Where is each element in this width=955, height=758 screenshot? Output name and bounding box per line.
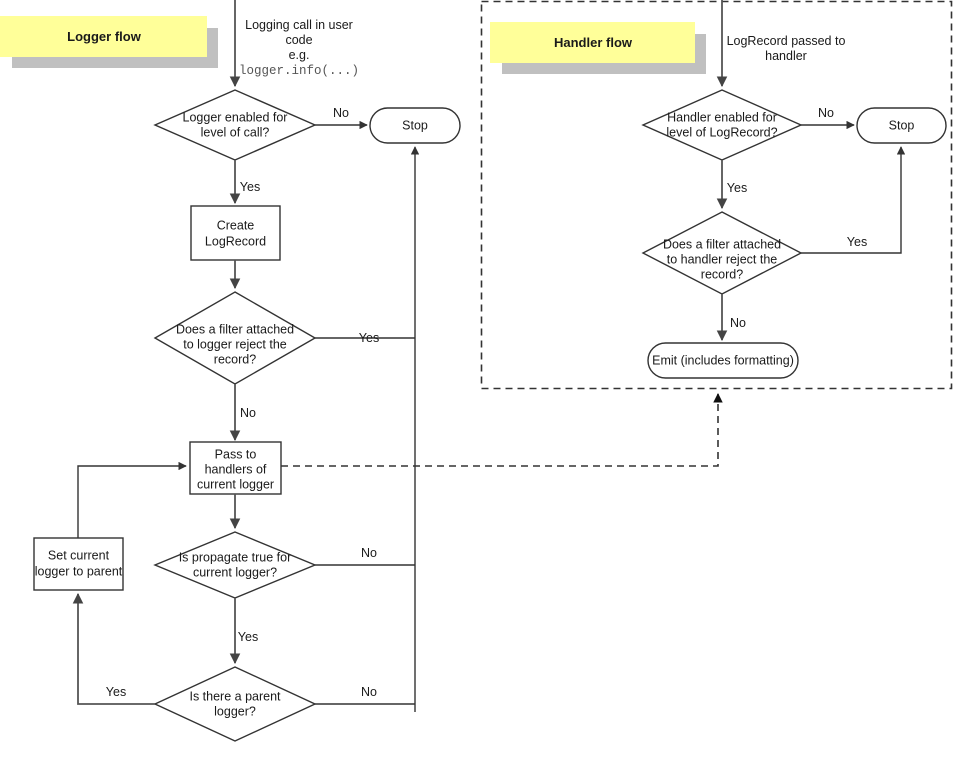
is-propagate-line2: current logger? <box>193 565 277 579</box>
logger-entry-line1: Logging call in user <box>245 18 353 32</box>
emit-shape <box>647 342 799 379</box>
legend-logger-label: Logger flow <box>67 29 142 44</box>
label-has-parent-no: No <box>361 685 377 699</box>
node-set-parent: Set current logger to parent <box>33 537 124 591</box>
node-create-logrecord: Create LogRecord <box>190 205 281 261</box>
node-logger-enabled: Logger enabled for level of call? <box>153 89 317 161</box>
emit-label: Emit (includes formatting) <box>652 353 794 367</box>
label-logger-enabled-no: No <box>333 106 349 120</box>
logger-stop-label: Stop <box>402 118 428 132</box>
node-handler-filter: Does a filter attached to handler reject… <box>641 211 803 295</box>
handler-enabled-line2: level of LogRecord? <box>666 125 777 139</box>
handler-enabled-line1: Handler enabled for <box>667 110 777 124</box>
node-handler-stop: Stop <box>856 107 947 144</box>
logger-filter-line2: to logger reject the <box>183 337 287 351</box>
node-logger-stop: Stop <box>369 107 461 144</box>
label-propagate-yes: Yes <box>238 630 258 644</box>
edge-pass-to-handler-flow <box>281 393 723 467</box>
create-logrecord-line2: LogRecord <box>205 234 266 248</box>
has-parent-line1: Is there a parent <box>189 689 281 703</box>
is-propagate-line1: Is propagate true for <box>179 550 292 564</box>
handler-filter-line1: Does a filter attached <box>663 237 781 251</box>
handler-entry-line1: LogRecord passed to <box>727 34 846 48</box>
edge-set-parent-to-pass <box>77 461 187 538</box>
handler-flow-container <box>480 0 953 390</box>
pass-to-handlers-box <box>189 441 282 495</box>
label-handler-enabled-no: No <box>818 106 834 120</box>
handler-filter-line3: record? <box>701 267 743 281</box>
legend-handler-box <box>490 22 695 63</box>
node-is-propagate: Is propagate true for current logger? <box>153 531 317 599</box>
label-has-parent-yes: Yes <box>106 685 126 699</box>
pass-to-handlers-line1: Pass to <box>215 447 257 461</box>
label-logger-filter-yes: Yes <box>359 331 379 345</box>
set-parent-line1: Set current <box>48 548 110 562</box>
label-handler-filter-no: No <box>730 316 746 330</box>
handler-filter-line2: to handler reject the <box>667 252 778 266</box>
node-logger-filter: Does a filter attached to logger reject … <box>153 291 317 385</box>
set-parent-line2: logger to parent <box>35 564 123 578</box>
logger-entry-caption: Logging call in user code e.g. logger.in… <box>239 18 359 78</box>
node-handler-enabled: Handler enabled for level of LogRecord? <box>641 89 803 161</box>
legend-handler-flow: Handler flow <box>490 22 706 74</box>
pass-to-handlers-line2: handlers of <box>205 462 267 476</box>
pass-to-handlers-line3: current logger <box>197 477 274 491</box>
create-logrecord-box <box>190 205 281 261</box>
has-parent-diamond <box>153 666 317 742</box>
edge-handler-filter-yes <box>801 146 906 254</box>
logger-filter-line3: record? <box>214 352 256 366</box>
label-logger-filter-no: No <box>240 406 256 420</box>
handler-stop-label: Stop <box>889 118 915 132</box>
handler-entry-caption: LogRecord passed to handler <box>727 34 846 63</box>
node-emit: Emit (includes formatting) <box>647 342 799 379</box>
label-logger-enabled-yes: Yes <box>240 180 260 194</box>
node-pass-to-handlers: Pass to handlers of current logger <box>189 441 282 495</box>
create-logrecord-line1: Create <box>217 218 255 232</box>
logger-enabled-line1: Logger enabled for <box>183 110 288 124</box>
logger-filter-line1: Does a filter attached <box>176 322 294 336</box>
legend-logger-flow: Logger flow <box>0 16 218 68</box>
has-parent-line2: logger? <box>214 704 256 718</box>
handler-entry-line2: handler <box>765 49 807 63</box>
edge-has-parent-yes <box>72 592 155 705</box>
label-handler-enabled-yes: Yes <box>727 181 747 195</box>
logger-entry-line2: code <box>285 33 312 47</box>
logger-enabled-line2: level of call? <box>201 125 270 139</box>
label-handler-filter-yes: Yes <box>847 235 867 249</box>
node-has-parent: Is there a parent logger? <box>153 666 317 742</box>
legend-logger-box <box>0 16 207 57</box>
logger-stop-shape <box>369 107 461 144</box>
logger-entry-code: logger.info(...) <box>239 64 359 78</box>
logger-entry-line3: e.g. <box>289 48 310 62</box>
handler-stop-shape <box>856 107 947 144</box>
legend-handler-label: Handler flow <box>554 35 633 50</box>
label-propagate-no: No <box>361 546 377 560</box>
